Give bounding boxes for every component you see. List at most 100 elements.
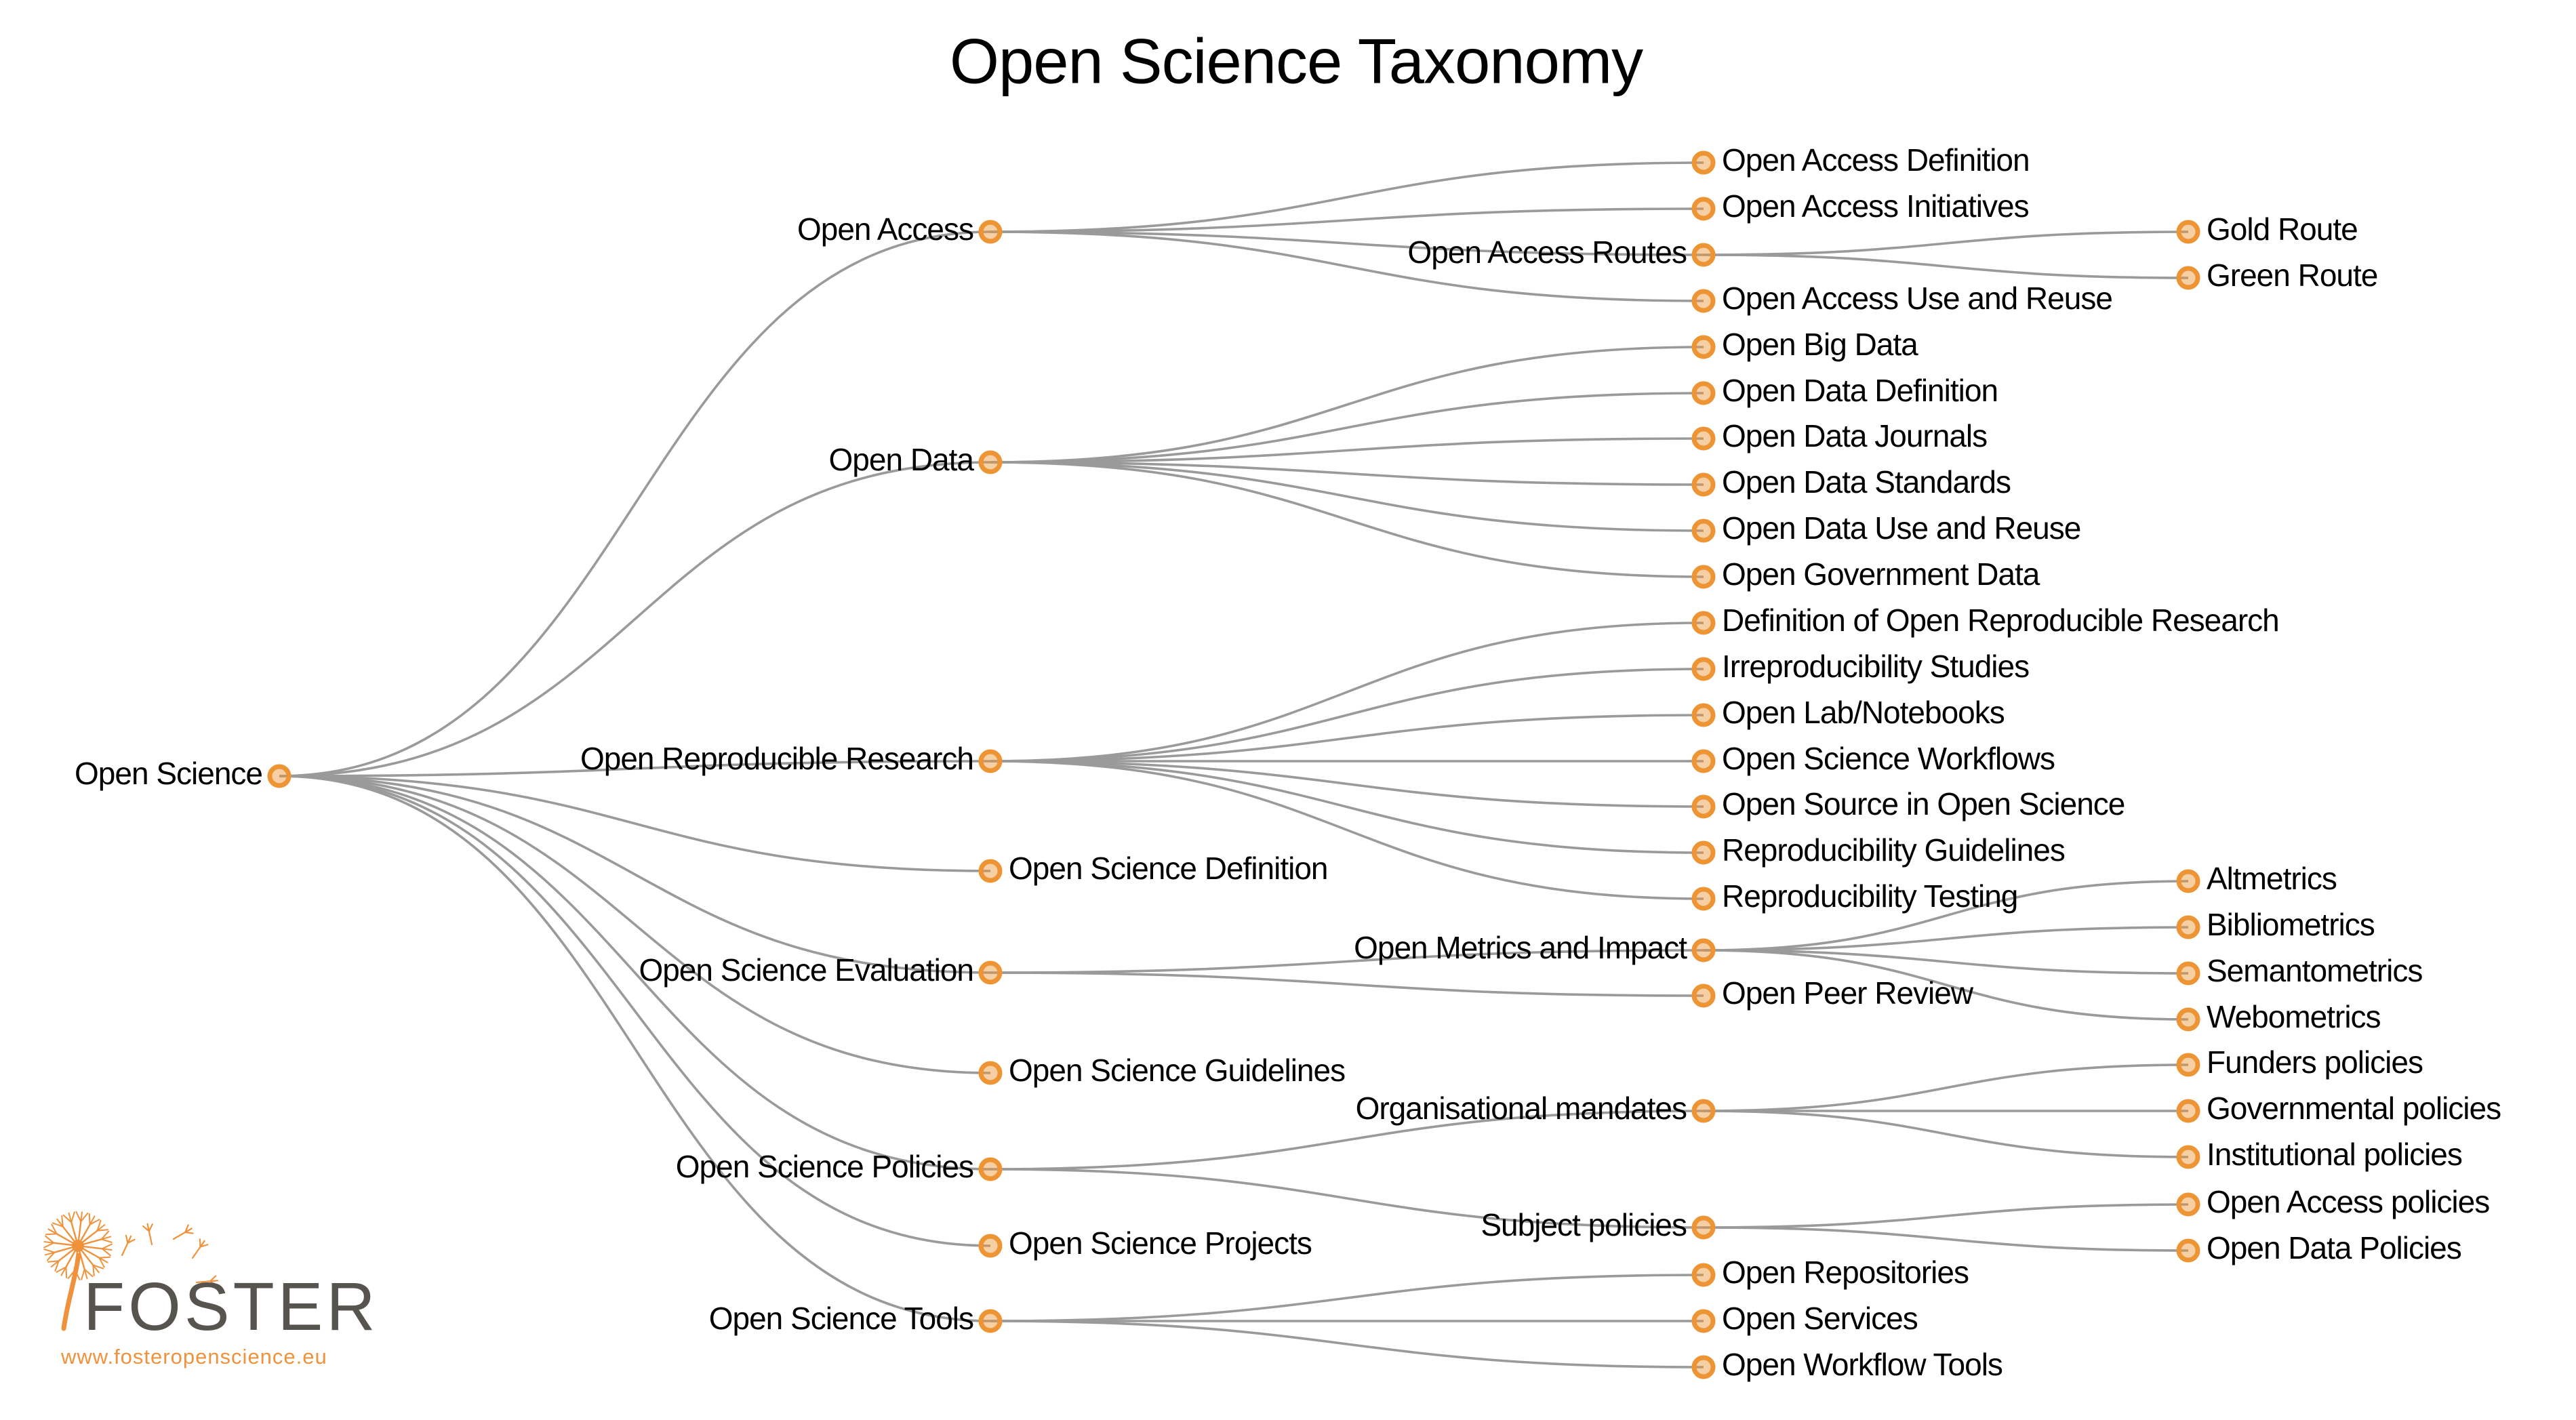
tree-node-open-access-routes[interactable] — [1691, 243, 1716, 267]
label-governmental-policies[interactable]: Governmental policies — [2207, 1091, 2501, 1126]
tree-node-open-access-initiatives[interactable] — [1691, 197, 1716, 221]
edge-open-reproducible-research--reproducibility-testing — [990, 760, 1704, 900]
label-open-science-workflows[interactable]: Open Science Workflows — [1722, 741, 2055, 776]
tree-node-green-route[interactable] — [2176, 266, 2200, 290]
label-open-science-guidelines[interactable]: Open Science Guidelines — [1009, 1053, 1346, 1088]
label-bibliometrics[interactable]: Bibliometrics — [2207, 907, 2375, 942]
label-semantometrics[interactable]: Semantometrics — [2207, 953, 2423, 988]
label-open-data-journals[interactable]: Open Data Journals — [1722, 418, 1988, 453]
tree-node-open-access-policies[interactable] — [2176, 1192, 2200, 1217]
label-open-lab-notebooks[interactable]: Open Lab/Notebooks — [1722, 695, 2005, 730]
tree-node-open-data-standards[interactable] — [1691, 472, 1716, 497]
label-open-access-policies[interactable]: Open Access policies — [2207, 1184, 2490, 1219]
logo-brand: FOSTER — [83, 1269, 379, 1345]
label-reproducibility-testing[interactable]: Reproducibility Testing — [1722, 878, 2018, 914]
label-funders-policies[interactable]: Funders policies — [2207, 1044, 2423, 1080]
tree-node-organisational-mandates[interactable] — [1691, 1099, 1716, 1123]
label-open-science-policies[interactable]: Open Science Policies — [676, 1149, 974, 1184]
label-open-access-routes[interactable]: Open Access Routes — [1407, 235, 1687, 270]
tree-node-open-big-data[interactable] — [1691, 335, 1716, 359]
tree-node-open-services[interactable] — [1691, 1309, 1716, 1333]
label-webometrics[interactable]: Webometrics — [2207, 999, 2381, 1034]
tree-node-open-metrics-and-impact[interactable] — [1691, 938, 1716, 962]
tree-node-open-science-workflows[interactable] — [1691, 749, 1716, 773]
tree-node-semantometrics[interactable] — [2176, 961, 2200, 986]
tree-node-open-source-in-open-science[interactable] — [1691, 794, 1716, 819]
edge-open-science-policies--subject-policies — [990, 1168, 1704, 1229]
label-green-route[interactable]: Green Route — [2207, 258, 2378, 293]
label-open-access[interactable]: Open Access — [797, 211, 974, 247]
tree-node-reproducibility-guidelines[interactable] — [1691, 840, 1716, 865]
tree-node-open-access[interactable] — [978, 220, 1003, 244]
label-open-access-use-and-reuse[interactable]: Open Access Use and Reuse — [1722, 281, 2113, 316]
tree-node-open-data[interactable] — [978, 450, 1003, 474]
tree-node-open-science-definition[interactable] — [978, 859, 1003, 883]
label-open-science-projects[interactable]: Open Science Projects — [1009, 1225, 1312, 1261]
tree-node-institutional-policies[interactable] — [2176, 1145, 2200, 1169]
label-open-data-definition[interactable]: Open Data Definition — [1722, 373, 1998, 408]
tree-node-open-lab-notebooks[interactable] — [1691, 703, 1716, 727]
tree-node-open-science-evaluation[interactable] — [978, 960, 1003, 985]
tree-node-open-science[interactable] — [267, 764, 291, 788]
tree-node-bibliometrics[interactable] — [2176, 915, 2200, 939]
tree-node-open-access-use-and-reuse[interactable] — [1691, 289, 1716, 313]
tree-node-webometrics[interactable] — [2176, 1007, 2200, 1032]
label-reproducibility-guidelines[interactable]: Reproducibility Guidelines — [1722, 832, 2066, 868]
label-organisational-mandates[interactable]: Organisational mandates — [1356, 1091, 1687, 1126]
tree-node-open-data-use-and-reuse[interactable] — [1691, 519, 1716, 543]
label-open-access-initiatives[interactable]: Open Access Initiatives — [1722, 188, 2030, 224]
label-institutional-policies[interactable]: Institutional policies — [2207, 1137, 2463, 1172]
label-open-metrics-and-impact[interactable]: Open Metrics and Impact — [1354, 930, 1688, 965]
tree-node-open-science-policies[interactable] — [978, 1157, 1003, 1181]
edge-open-metrics-and-impact--semantometrics — [1703, 949, 2189, 975]
tree-node-open-science-guidelines[interactable] — [978, 1061, 1003, 1085]
label-open-science[interactable]: Open Science — [75, 756, 263, 791]
label-open-repositories[interactable]: Open Repositories — [1722, 1255, 1969, 1290]
label-open-government-data[interactable]: Open Government Data — [1722, 556, 2041, 592]
tree-node-open-science-tools[interactable] — [978, 1309, 1003, 1333]
label-open-data-use-and-reuse[interactable]: Open Data Use and Reuse — [1722, 510, 2081, 546]
label-irreproducibility-studies[interactable]: Irreproducibility Studies — [1722, 649, 2030, 684]
tree-node-definition-of-open-reproducible-research[interactable] — [1691, 611, 1716, 635]
label-open-data[interactable]: Open Data — [829, 442, 975, 477]
label-open-science-evaluation[interactable]: Open Science Evaluation — [639, 952, 974, 988]
tree-node-funders-policies[interactable] — [2176, 1053, 2200, 1077]
tree-node-open-data-journals[interactable] — [1691, 426, 1716, 451]
tree-node-open-access-definition[interactable] — [1691, 150, 1716, 175]
label-open-source-in-open-science[interactable]: Open Source in Open Science — [1722, 786, 2125, 821]
label-open-big-data[interactable]: Open Big Data — [1722, 327, 1919, 362]
edge-open-data--open-data-use-and-reuse — [990, 461, 1704, 532]
label-open-science-tools[interactable]: Open Science Tools — [709, 1301, 974, 1336]
label-open-access-definition[interactable]: Open Access Definition — [1722, 142, 2030, 178]
tree-node-irreproducibility-studies[interactable] — [1691, 657, 1716, 681]
tree-node-open-science-projects[interactable] — [978, 1234, 1003, 1258]
tree-node-gold-route[interactable] — [2176, 220, 2200, 244]
label-open-services[interactable]: Open Services — [1722, 1301, 1918, 1336]
label-open-data-policies[interactable]: Open Data Policies — [2207, 1230, 2462, 1265]
tree-node-governmental-policies[interactable] — [2176, 1099, 2200, 1123]
edges-layer — [279, 161, 2189, 1368]
label-altmetrics[interactable]: Altmetrics — [2207, 861, 2337, 896]
dandelion-stem — [61, 1253, 81, 1331]
tree-node-open-peer-review[interactable] — [1691, 983, 1716, 1008]
label-open-reproducible-research[interactable]: Open Reproducible Research — [580, 741, 974, 776]
tree-node-altmetrics[interactable] — [2176, 869, 2200, 893]
label-open-peer-review[interactable]: Open Peer Review — [1722, 975, 1975, 1011]
edge-open-science-tools--open-workflow-tools — [990, 1320, 1704, 1368]
label-open-data-standards[interactable]: Open Data Standards — [1722, 464, 2011, 500]
label-gold-route[interactable]: Gold Route — [2207, 211, 2358, 247]
tree-node-reproducibility-testing[interactable] — [1691, 887, 1716, 911]
label-subject-policies[interactable]: Subject policies — [1481, 1207, 1687, 1242]
label-definition-of-open-reproducible-research[interactable]: Definition of Open Reproducible Research — [1722, 603, 2280, 638]
edge-open-reproducible-research--reproducibility-guidelines — [990, 760, 1704, 854]
tree-node-open-data-policies[interactable] — [2176, 1238, 2200, 1263]
tree-node-open-reproducible-research[interactable] — [978, 749, 1003, 773]
tree-node-open-government-data[interactable] — [1691, 565, 1716, 589]
tree-node-open-workflow-tools[interactable] — [1691, 1355, 1716, 1379]
tree-node-open-repositories[interactable] — [1691, 1263, 1716, 1287]
edge-open-science--open-science-guidelines — [279, 775, 991, 1074]
tree-node-subject-policies[interactable] — [1691, 1215, 1716, 1240]
tree-node-open-data-definition[interactable] — [1691, 381, 1716, 405]
label-open-workflow-tools[interactable]: Open Workflow Tools — [1722, 1347, 2003, 1382]
label-open-science-definition[interactable]: Open Science Definition — [1009, 851, 1329, 886]
